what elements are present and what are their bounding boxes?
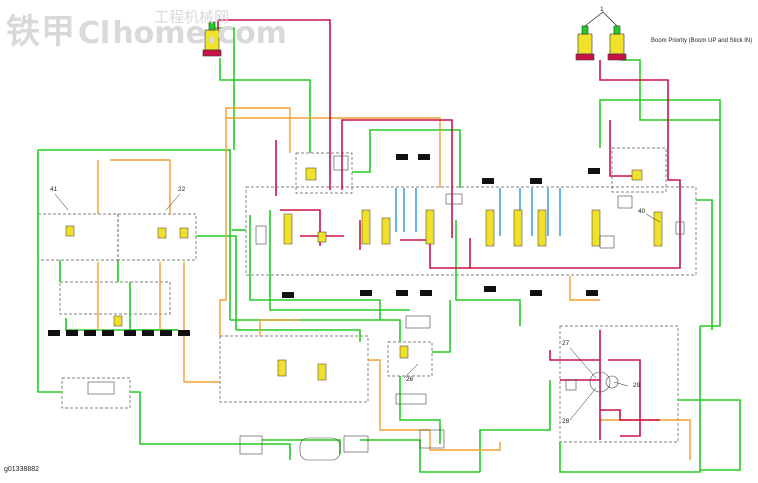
right-joystick-housing (117, 213, 197, 261)
callout-27: 27 (562, 340, 570, 347)
callout-40: 40 (638, 208, 646, 215)
valve-frames (87, 155, 685, 461)
pump-regulator-housing (219, 335, 369, 403)
main-valve-housing (245, 186, 697, 276)
supply-lines (395, 188, 561, 236)
callout-41: 41 (50, 186, 58, 193)
pilot-shuttle-housing (59, 281, 171, 315)
pilot-filter-housing (61, 377, 131, 409)
pilot-lines (37, 27, 741, 473)
diagram-title: Boom Priority (Boom UP and Stick IN) (651, 38, 753, 44)
watermark-domain: home.com (112, 16, 287, 51)
priority-valve-housing (387, 341, 433, 377)
left-joystick-housing (37, 213, 119, 261)
watermark-site: 工程机械网 (154, 8, 230, 26)
callout-22: 22 (178, 186, 186, 193)
figure-id: g01338882 (4, 466, 40, 473)
watermark-brand-cn: 铁甲 (6, 12, 76, 52)
swing-valve-housing (295, 152, 353, 194)
boom-cylinder-b (609, 33, 625, 55)
pump-circle (589, 371, 611, 393)
boom-cylinder-a (577, 33, 593, 55)
callout-29: 29 (633, 382, 641, 389)
port-labels (48, 154, 600, 336)
housings (37, 147, 697, 443)
leader-lines (54, 193, 661, 421)
callout-1: 1 (600, 6, 604, 13)
watermark: 铁甲 Cl 工程机械网 home.com (6, 4, 287, 54)
main-pump-housing (559, 325, 679, 443)
drain-lines (97, 107, 691, 460)
callout-28: 28 (562, 418, 570, 425)
valve-spools (65, 167, 663, 381)
watermark-logo: Cl (78, 16, 111, 51)
boom-cylinders (202, 11, 627, 61)
boom-valve-housing (611, 147, 667, 193)
callout-26: 26 (406, 376, 414, 383)
